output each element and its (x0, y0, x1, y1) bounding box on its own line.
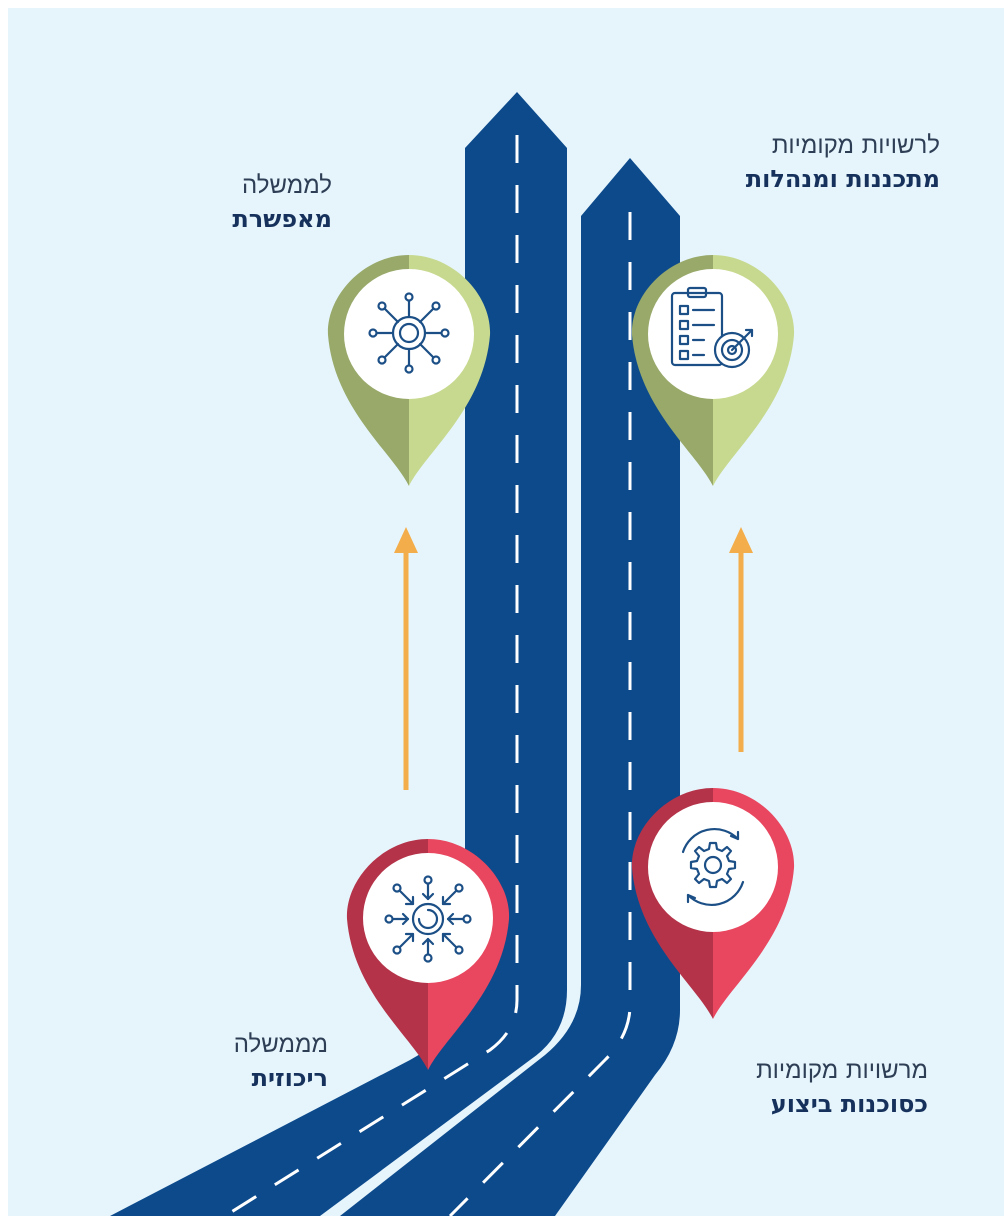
arrow-left-up (394, 527, 418, 790)
gear-cycle-icon (681, 827, 745, 907)
left-road (110, 92, 567, 1216)
caption-bottom-right-line1: מרשויות מקומיות (756, 1056, 928, 1084)
arrow-right-up (729, 527, 753, 752)
caption-top-left-line1: לממשלה (242, 171, 332, 199)
caption-top-right-line1: לרשויות מקומיות (771, 131, 940, 159)
caption-bottom-right-line2: כסוכנות ביצוע (770, 1090, 928, 1118)
checklist-target-icon (670, 286, 754, 369)
left-road-lane-marking (224, 135, 519, 1216)
caption-top-left: לממשלה מאפשרת (232, 168, 332, 236)
pin-bottom-right (631, 788, 795, 1019)
caption-top-left-line2: מאפשרת (232, 205, 332, 233)
network-hub-icon (368, 292, 450, 374)
caption-bottom-left-line2: ריכוזית (251, 1064, 328, 1092)
pin-top-left (327, 255, 491, 486)
caption-top-right-line2: מתכננות ומנהלות (745, 165, 940, 193)
caption-top-right: לרשויות מקומיות מתכננות ומנהלות (746, 128, 940, 196)
right-road (340, 158, 680, 1216)
right-road-lane-marking (448, 212, 632, 1216)
caption-bottom-left: מממשלה ריכוזית (234, 1027, 328, 1095)
caption-bottom-left-line1: מממשלה (233, 1030, 328, 1058)
pin-bottom-left (346, 839, 510, 1070)
centralized-hub-icon (384, 875, 472, 963)
pin-top-right (631, 255, 795, 486)
caption-bottom-right: מרשויות מקומיות כסוכנות ביצוע (756, 1053, 928, 1121)
